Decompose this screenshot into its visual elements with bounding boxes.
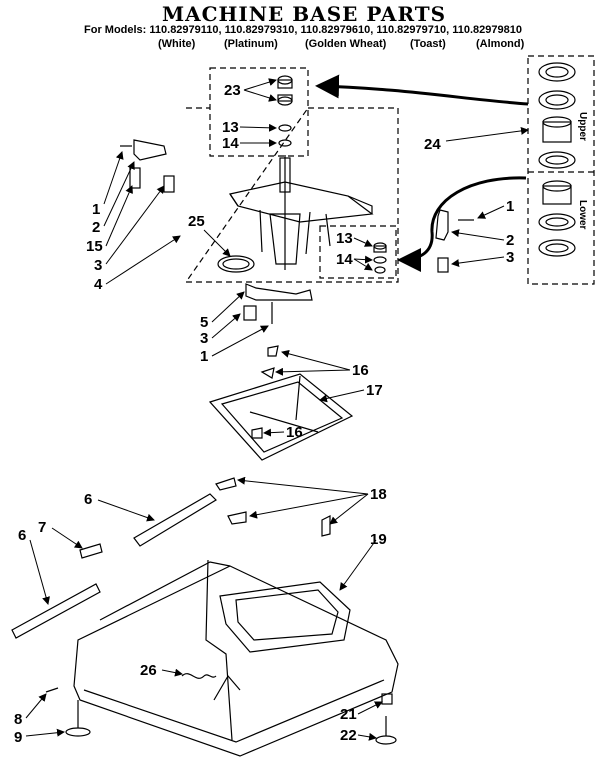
callout-24: 24 — [424, 136, 441, 153]
callout-13-lower: 13 — [336, 230, 353, 247]
color-white: (White) — [158, 38, 196, 50]
transmission-assembly-box — [184, 107, 399, 283]
callout-22: 22 — [340, 727, 357, 744]
callout-19: 19 — [370, 531, 387, 548]
upper-bearing-arrow — [315, 74, 529, 106]
callout-6-upper: 6 — [84, 491, 92, 508]
callout-21: 21 — [340, 706, 357, 723]
callout-26: 26 — [140, 662, 157, 679]
upper-label: Upper — [577, 112, 588, 141]
lower-washer-stack — [373, 242, 387, 274]
lower-label: Lower — [577, 200, 588, 230]
callout-5: 5 — [200, 314, 208, 331]
models-line: For Models: 110.82979110, 110.82979310, … — [84, 24, 522, 36]
lower-bearing-arrow — [397, 176, 527, 272]
tub-support-frame — [208, 373, 354, 461]
upper-washer-stack — [277, 75, 293, 147]
callout-15: 15 — [86, 238, 103, 255]
right-bracket-cluster — [435, 209, 474, 273]
leader-lines — [25, 78, 529, 741]
callout-16-upper: 16 — [352, 362, 369, 379]
callout-4: 4 — [94, 276, 103, 293]
callout-7: 7 — [38, 519, 46, 536]
page-title: MACHINE BASE PARTS — [161, 2, 447, 26]
spring-part-26 — [181, 673, 217, 679]
callout-8: 8 — [14, 711, 22, 728]
spring-part-7 — [79, 543, 103, 559]
callout-14-lower: 14 — [336, 251, 353, 268]
callout-1-center: 1 — [200, 348, 208, 365]
color-toast: (Toast) — [410, 38, 446, 50]
corner-clips — [215, 477, 331, 537]
callout-1-left: 1 — [92, 201, 100, 218]
callout-6-lower: 6 — [18, 527, 26, 544]
callout-13-upper: 13 — [222, 119, 239, 136]
front-left-leg — [45, 687, 91, 737]
callout-14-upper: 14 — [222, 135, 239, 152]
callout-1-right: 1 — [506, 198, 514, 215]
callout-3-left: 3 — [94, 257, 102, 274]
bearing-kit-box — [527, 55, 595, 285]
callout-3-right: 3 — [506, 249, 514, 266]
upper-detail-box — [209, 67, 309, 157]
lower-detail-box — [319, 225, 397, 279]
side-rail-lower — [11, 583, 101, 639]
callout-9: 9 — [14, 729, 22, 746]
callout-2-left: 2 — [92, 219, 100, 236]
left-bracket-cluster — [120, 139, 175, 193]
color-golden-wheat: (Golden Wheat) — [305, 38, 387, 50]
color-platinum: (Platinum) — [224, 38, 278, 50]
lower-bearing-set — [538, 180, 576, 257]
callout-16-lower: 16 — [286, 424, 303, 441]
callout-23: 23 — [224, 82, 241, 99]
machine-base-frame — [73, 559, 399, 757]
center-bracket — [243, 283, 313, 324]
side-rail-upper — [133, 493, 217, 547]
front-right-leg — [375, 693, 397, 745]
callout-18: 18 — [370, 486, 387, 503]
upper-bearing-set — [538, 62, 576, 169]
callout-17: 17 — [366, 382, 383, 399]
callout-25: 25 — [188, 213, 205, 230]
clip-pieces — [251, 345, 279, 439]
seal-ring — [217, 255, 255, 273]
callout-3-center: 3 — [200, 330, 208, 347]
transmission-drive-block — [229, 155, 374, 270]
color-almond: (Almond) — [476, 38, 525, 50]
callout-2-right: 2 — [506, 232, 514, 249]
